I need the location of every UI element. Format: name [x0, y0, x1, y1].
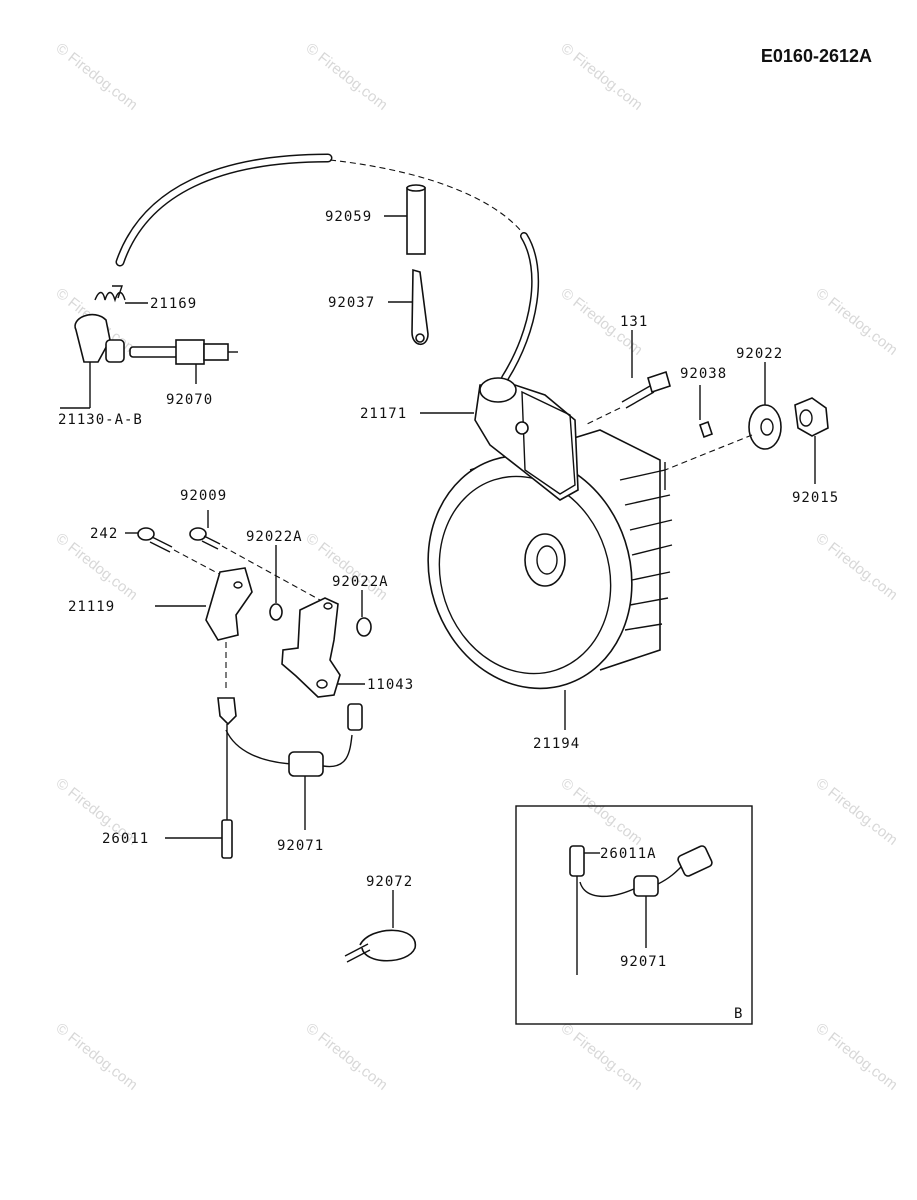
part-92022A-washers	[269, 545, 372, 637]
watermark: © Firedog.com	[813, 1020, 901, 1094]
diagram-code: E0160-2612A	[761, 46, 872, 66]
label-21194: 21194	[533, 736, 580, 752]
label-92038: 92038	[680, 366, 727, 382]
label-131: 131	[620, 314, 648, 330]
label-11043: 11043	[367, 677, 414, 693]
part-21169-spring	[94, 285, 148, 304]
part-92009-screw	[189, 510, 321, 601]
label-92037: 92037	[328, 295, 375, 311]
part-92070-spark-plug	[129, 339, 238, 384]
label-21171: 21171	[360, 406, 407, 422]
part-21171-ignition-coil	[420, 377, 579, 501]
watermark: © Firedog.com	[303, 40, 391, 114]
watermark: © Firedog.com	[813, 775, 901, 849]
part-21194-flywheel	[427, 429, 673, 730]
label-92022A-lower: 92022A	[332, 574, 389, 590]
part-92038-key	[698, 385, 714, 439]
label-21130: 21130-A-B	[58, 412, 143, 428]
part-92072-clamp	[344, 890, 416, 963]
label-92015: 92015	[792, 490, 839, 506]
watermark: © Firedog.com	[558, 1020, 646, 1094]
part-21119-igniter-module	[155, 567, 253, 690]
label-92071: 92071	[277, 838, 324, 854]
part-131-bolt	[584, 330, 671, 426]
part-92022-washer	[748, 362, 782, 450]
part-92015-nut	[664, 397, 829, 490]
label-92059: 92059	[325, 209, 372, 225]
label-21119: 21119	[68, 599, 115, 615]
part-92059-tube	[384, 184, 426, 255]
label-92022: 92022	[736, 346, 783, 362]
label-92070: 92070	[166, 392, 213, 408]
label-92071-inset: 92071	[620, 954, 667, 970]
label-92072: 92072	[366, 874, 413, 890]
watermark: © Firedog.com	[303, 1020, 391, 1094]
watermark: © Firedog.com	[558, 40, 646, 114]
label-92009: 92009	[180, 488, 227, 504]
watermark: © Firedog.com	[303, 530, 391, 604]
part-92037-clip	[388, 268, 429, 346]
watermark: © Firedog.com	[53, 40, 141, 114]
label-26011A: 26011A	[600, 846, 657, 862]
label-21169: 21169	[150, 296, 197, 312]
watermark: © Firedog.com	[558, 775, 646, 849]
part-21130-plug-cap	[60, 313, 125, 409]
inset-label-b: B	[734, 1006, 743, 1022]
watermark: © Firedog.com	[813, 530, 901, 604]
watermark: © Firedog.com	[53, 1020, 141, 1094]
part-11043-bracket	[281, 597, 365, 698]
label-26011: 26011	[102, 831, 149, 847]
label-92022A-upper: 92022A	[246, 529, 303, 545]
part-wiring-harness	[165, 697, 363, 859]
inset-variant-b: B	[515, 805, 753, 1025]
spark-plug-lead	[115, 153, 540, 382]
watermark: © Firedog.com	[813, 285, 901, 359]
label-242: 242	[90, 526, 118, 542]
